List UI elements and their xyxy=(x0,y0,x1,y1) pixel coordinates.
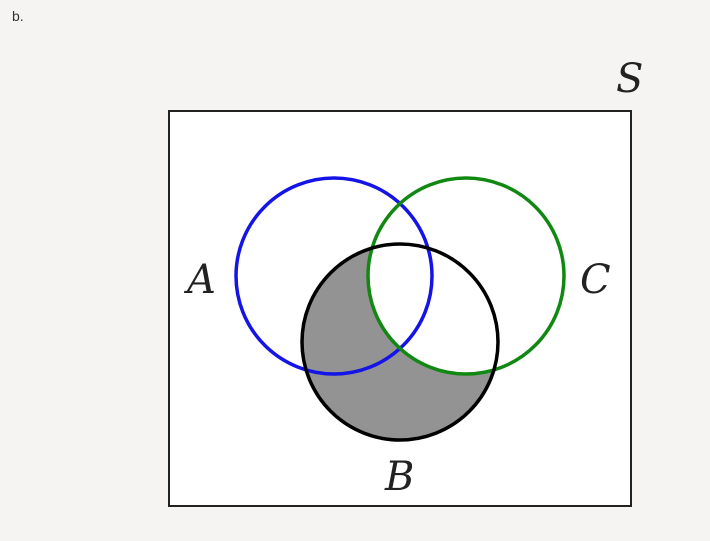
label-universe: S xyxy=(616,56,643,102)
label-b: B xyxy=(384,454,414,500)
label-c: C xyxy=(580,257,611,303)
circle-c xyxy=(366,176,566,376)
part-label: b. xyxy=(12,8,24,24)
circle-a xyxy=(234,176,434,376)
label-a: A xyxy=(183,257,216,303)
circle-b xyxy=(300,242,500,442)
